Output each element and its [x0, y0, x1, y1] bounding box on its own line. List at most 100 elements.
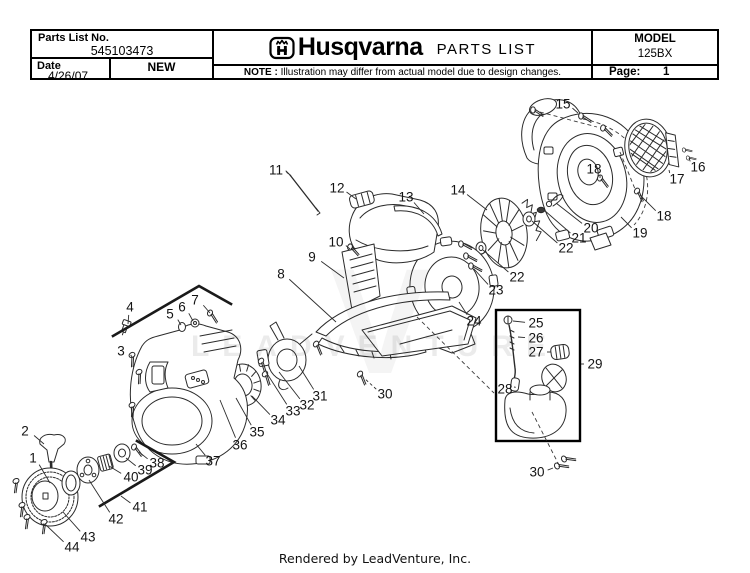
leader-line	[466, 194, 488, 211]
leader-line	[298, 365, 315, 390]
leader-line	[251, 395, 271, 415]
fan-impeller	[480, 197, 542, 269]
part-number-label: 24	[466, 314, 482, 329]
new-badge: NEW	[147, 60, 176, 74]
part-number-label: 30	[529, 465, 544, 480]
page-label: Page:	[609, 66, 641, 78]
header-brand-box: Husqvarna PARTS LIST NOTE : Illustration…	[212, 29, 593, 80]
leader-line	[288, 278, 337, 323]
leader-line	[278, 371, 301, 400]
wire-rod	[285, 170, 321, 216]
part-number-label: 8	[277, 267, 285, 282]
render-credit: Rendered by LeadVenture, Inc.	[278, 551, 472, 566]
model-value: 125BX	[637, 48, 673, 60]
part-number-label: 20	[583, 221, 598, 236]
leader-line	[620, 216, 632, 229]
leader-line	[512, 320, 526, 323]
part-number-label: 23	[488, 283, 503, 298]
leader-line	[543, 209, 571, 234]
part-number-label: 14	[450, 183, 466, 198]
leader-line	[345, 245, 351, 250]
leader-line	[108, 465, 122, 474]
fuel-tank-inset	[494, 308, 582, 443]
header-model-box: MODEL 125BX Page: 1	[591, 29, 719, 80]
divider	[109, 59, 111, 78]
part-number-label: 27	[528, 345, 543, 360]
part-number-label: 4	[126, 300, 134, 315]
part-number-label: 5	[166, 307, 174, 322]
part-number-label: 43	[80, 530, 95, 545]
leader-line	[413, 202, 425, 215]
part-number-label: 22	[558, 241, 573, 256]
leader-line	[531, 220, 558, 244]
part-number-label: 21	[571, 231, 586, 246]
part-number-label: 32	[299, 398, 314, 413]
header-parts-list-box: Parts List No. 545103473 Date 4/26/07 NE…	[30, 29, 214, 83]
leader-line	[235, 397, 252, 426]
crankcase-cover	[129, 323, 248, 465]
divider	[593, 64, 717, 66]
part-number-label: 34	[270, 413, 286, 428]
part-number-label: 18	[656, 209, 671, 224]
throttle-clip	[536, 194, 564, 214]
part-number-label: 10	[328, 235, 343, 250]
part-number-label: 30	[377, 387, 392, 402]
part-number-label: 7	[191, 293, 199, 308]
part-number-label: 39	[137, 463, 152, 478]
blower-housing	[521, 98, 649, 251]
leader-line	[482, 249, 509, 273]
part-number-label: 25	[528, 316, 543, 331]
part-number-label: 33	[285, 404, 300, 419]
leader-line	[202, 304, 211, 314]
leader-line	[458, 301, 468, 315]
part-number-label: 28	[497, 382, 512, 397]
leader-line	[125, 457, 136, 467]
part-number-label: 42	[108, 512, 123, 527]
part-number-label: 11	[269, 163, 283, 178]
leader-line	[555, 202, 583, 224]
part-number-label: 29	[587, 357, 602, 372]
leader-line	[286, 171, 290, 175]
part-number-label: 1	[29, 451, 37, 466]
leader-line	[363, 377, 377, 390]
leader-line	[639, 194, 657, 212]
leader-line	[127, 314, 130, 325]
leader-line	[346, 191, 357, 200]
divider	[214, 64, 591, 66]
part-number-label: 17	[669, 172, 684, 187]
part-number-label: 36	[232, 438, 247, 453]
brand-name: Husqvarna	[297, 33, 423, 61]
part-number-label: 13	[398, 190, 413, 205]
part-number-label: 41	[132, 500, 147, 515]
leader-line	[188, 313, 194, 322]
doc-type: PARTS LIST	[436, 41, 537, 58]
parts-list-no-label: Parts List No.	[38, 32, 109, 44]
leader-line	[219, 399, 236, 438]
leader-line	[572, 107, 579, 114]
date-label: Date	[37, 60, 61, 72]
part-number-label: 31	[312, 389, 327, 404]
kit-bracket-41	[98, 439, 177, 508]
washer-22	[475, 211, 536, 255]
gasket-5	[178, 322, 186, 332]
part-number-label: 3	[117, 344, 125, 359]
leader-line	[130, 354, 133, 358]
kit-bracket-4	[111, 284, 233, 338]
part-number-label: 38	[149, 456, 164, 471]
leader-line	[517, 336, 526, 339]
part-number-label: 12	[329, 181, 344, 196]
leader-line	[265, 371, 288, 405]
page-value: 1	[663, 66, 670, 78]
parts-list-no-value: 545103473	[90, 44, 154, 58]
tank-screw-line	[531, 411, 560, 466]
part-number-label: 26	[528, 331, 543, 346]
leader-line	[195, 443, 206, 456]
part-number-label: 6	[178, 300, 186, 315]
part-number-label: 18	[586, 162, 601, 177]
part-number-label: 2	[21, 424, 29, 439]
engine-shroud	[341, 190, 443, 311]
leader-line	[138, 451, 148, 460]
leader-line	[668, 169, 671, 174]
starter-assembly	[21, 434, 131, 527]
leader-line	[547, 467, 554, 471]
